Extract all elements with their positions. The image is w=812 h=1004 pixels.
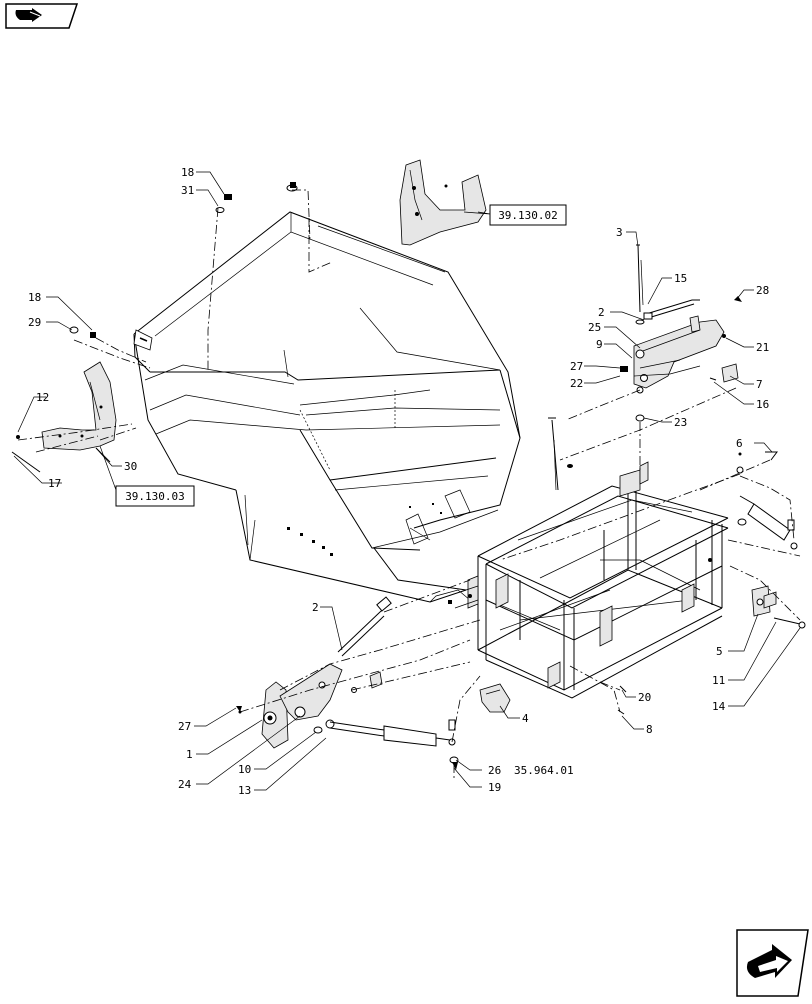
callout-31: 31: [181, 184, 194, 197]
callout-12: 12: [36, 391, 49, 404]
callout-23: 23: [674, 416, 687, 429]
callout-19: 19: [488, 781, 501, 794]
strut-2-lower: [337, 596, 392, 657]
callout-24: 24: [178, 778, 192, 791]
top-bracket: [399, 159, 487, 246]
callout-25: 25: [588, 321, 601, 334]
right-bracket-assembly: [633, 315, 739, 422]
callout-22: 22: [570, 377, 583, 390]
callout-8: 8: [646, 723, 653, 736]
callout-7: 7: [756, 378, 763, 391]
bracket-5: [751, 585, 777, 617]
steel-frame: [454, 461, 729, 699]
left-bracket: [41, 361, 117, 451]
reference-box-top[interactable]: 39.130.02: [463, 204, 567, 226]
callout-2-lower: 2: [312, 601, 319, 614]
previous-page-icon[interactable]: [5, 3, 79, 29]
latch-assembly: [238, 663, 383, 749]
callout-27-upper: 27: [570, 360, 583, 373]
reference-label-bottom: 35.964.01: [514, 764, 574, 777]
callout-20: 20: [638, 691, 651, 704]
callout-18-left: 18: [28, 291, 41, 304]
callout-9: 9: [596, 338, 603, 351]
callout-11: 11: [712, 674, 725, 687]
callout-14: 14: [712, 700, 726, 713]
callout-3: 3: [616, 226, 623, 239]
callout-28: 28: [756, 284, 769, 297]
callout-2-upper: 2: [598, 306, 605, 319]
callout-17: 17: [48, 477, 61, 490]
callout-6: 6: [736, 437, 743, 450]
callout-5: 5: [716, 645, 723, 658]
gas-spring-lower: [329, 719, 459, 764]
hopper: [133, 211, 521, 603]
bracket-4: [479, 683, 511, 713]
fasteners: [11, 182, 806, 770]
callout-16: 16: [756, 398, 769, 411]
callout-labels: 18 31 18 29 12 17 30 3 15 2 25 9 27 22 2…: [28, 166, 769, 797]
leader-lines: [13, 171, 801, 791]
construction-lines: [17, 189, 801, 780]
callout-1: 1: [186, 748, 193, 761]
callout-21: 21: [756, 341, 769, 354]
long-bolt-3: [635, 244, 645, 325]
callout-10: 10: [238, 763, 251, 776]
callout-15: 15: [674, 272, 687, 285]
callout-13: 13: [238, 784, 251, 797]
callout-4: 4: [522, 712, 529, 725]
strut-15: [643, 299, 700, 320]
gas-spring-right: [736, 451, 798, 550]
reference-label-left: 39.130.03: [125, 490, 185, 503]
callout-29: 29: [28, 316, 41, 329]
callout-30: 30: [124, 460, 137, 473]
callout-27-lower: 27: [178, 720, 191, 733]
callout-18-top: 18: [181, 166, 194, 179]
reference-box-left[interactable]: 39.130.03: [99, 445, 195, 507]
callout-26: 26: [488, 764, 501, 777]
next-page-icon[interactable]: [736, 929, 809, 997]
reference-label-top: 39.130.02: [498, 209, 558, 222]
